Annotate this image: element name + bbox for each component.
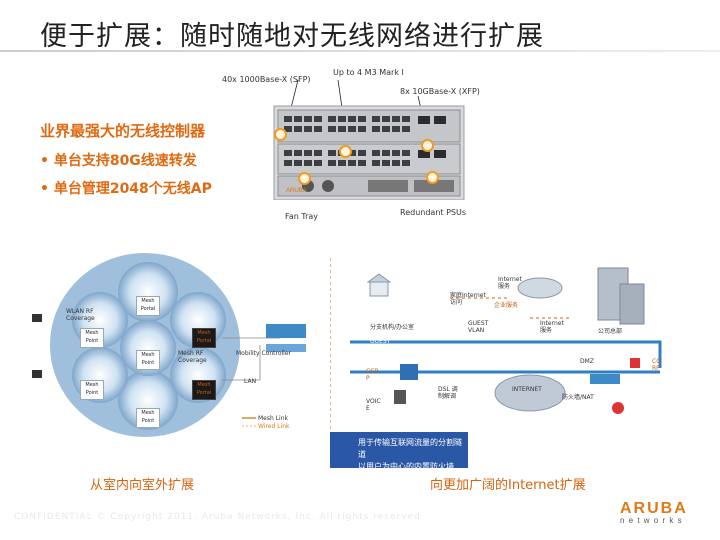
label-internet-access: Internet 服务	[540, 320, 564, 334]
label-mesh-rf: Mesh RF Coverage	[178, 350, 207, 364]
split-tunnel-line-2: 以用户为中心的内置防火墙	[358, 462, 454, 471]
label-dmz: DMZ	[580, 358, 594, 365]
footer-copyright: CONFIDENTIAL © Copyright 2011. Aruba Net…	[14, 512, 421, 522]
label-mobility-controller: Mobility Controller	[236, 350, 291, 357]
mesh-point-lower-left: Mesh Point	[80, 380, 104, 400]
label-m3: Up to 4 M3 Mark I	[333, 68, 404, 77]
caption-internet-extension: 向更加广阔的Internet扩展	[430, 478, 586, 493]
label-hq: 公司总部	[598, 328, 623, 335]
label-voice: VOIC E	[366, 398, 381, 412]
label-guest: GUEST	[370, 338, 391, 345]
split-tunnel-box: 用于传输互联网流量的分割隧道 以用户为中心的内置防火墙	[330, 432, 468, 471]
label-home-internet: 家庭Internet 访问	[450, 292, 486, 306]
label-lan: LAN	[244, 378, 257, 385]
label-internet-top: Internet 服务	[498, 276, 522, 290]
aruba-logo: ARUBA n e t w o r k s	[620, 500, 712, 536]
label-ccrp: CCR P	[366, 368, 379, 382]
label-psu: Redundant PSUs	[400, 208, 466, 217]
label-firewall-nat: 防火墙/NAT	[562, 394, 594, 401]
controller-chassis-image: ARUBA	[273, 80, 465, 200]
label-enterprise-net: 企业服务	[494, 302, 519, 309]
callout-marker-xfp	[421, 139, 434, 152]
mesh-point-left: Mesh Point	[80, 328, 104, 348]
page-title: 便于扩展：随时随地对无线网络进行扩展	[40, 21, 544, 52]
svg-text:ARUBA: ARUBA	[286, 188, 307, 194]
mesh-point-center: Mesh Point	[136, 350, 160, 370]
feature-heading: 业界最强大的无线控制器	[40, 122, 206, 140]
label-firewall: 防火	[600, 412, 613, 419]
label-core-ip: CO RP	[652, 358, 661, 372]
callout-marker-m3	[339, 145, 352, 158]
feature-bullet-throughput: • 单台支持80G线速转发	[40, 153, 197, 169]
label-internet: INTERNET	[512, 386, 542, 393]
callout-marker-psu	[426, 171, 439, 184]
mesh-coverage-background	[32, 253, 306, 437]
callout-marker-fan	[298, 172, 311, 185]
title-underline	[0, 50, 720, 52]
footer-bar	[0, 508, 720, 540]
mesh-portal-lower-right: Mesh Portal	[192, 380, 216, 400]
aruba-logo-sub: n e t w o r k s	[620, 516, 683, 525]
mesh-point-bottom: Mesh Point	[136, 408, 160, 428]
label-fan-tray: Fan Tray	[285, 212, 319, 221]
aruba-logo-brand: ARUBA	[620, 500, 688, 517]
label-xfp: 8x 10GBase-X (XFP)	[400, 87, 480, 96]
legend-wired-link: Wired Link	[258, 423, 290, 430]
legend-mesh-link: Mesh Link	[258, 415, 288, 422]
network-lines	[330, 258, 662, 430]
label-sfp: 40x 1000Base-X (SFP)	[222, 75, 311, 84]
caption-indoor-outdoor: 从室内向室外扩展	[90, 478, 195, 493]
label-dsl: DSL 调制解调	[438, 386, 458, 400]
mesh-portal-top: Mesh Portal	[136, 296, 160, 316]
mesh-diagram: WLAN RF Coverage Mesh RF Coverage Mesh P…	[30, 250, 320, 440]
split-tunnel-line-1: 用于传输互联网流量的分割隧道	[358, 438, 462, 459]
callout-marker-sfp	[274, 128, 287, 141]
label-guest-vlan: GUEST VLAN	[468, 320, 489, 334]
label-branch-office: 分支机构/办公室	[370, 324, 415, 331]
mesh-portal-right: Mesh Portal	[192, 328, 216, 348]
feature-bullet-ap-count: • 单台管理2048个无线AP	[40, 181, 212, 197]
network-diagram: Internet 服务 家庭Internet 访问 企业服务 分支机构/办公室 …	[330, 258, 670, 430]
label-wlan-rf: WLAN RF Coverage	[66, 308, 95, 322]
